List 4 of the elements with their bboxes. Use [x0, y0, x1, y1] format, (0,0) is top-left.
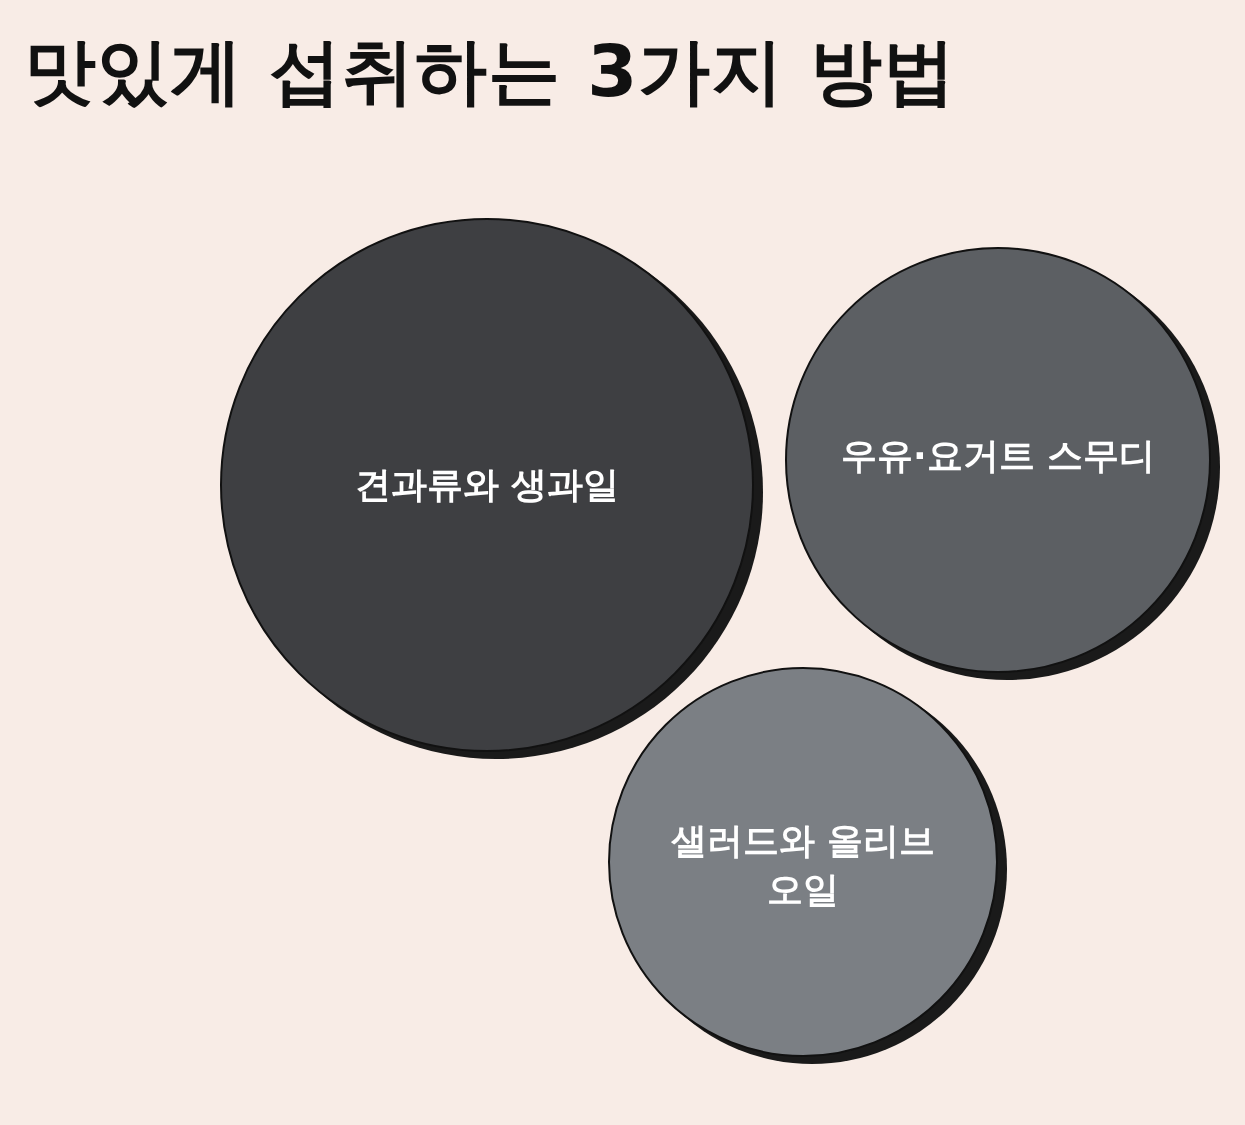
circle-label: 우유·요거트 스무디: [840, 433, 1156, 478]
title: 맛있게 섭취하는 3가지 방법: [24, 28, 957, 115]
circle-label: 샐러드와 올리브 오일: [669, 819, 937, 912]
circle-label: 견과류와 생과일: [354, 462, 620, 507]
